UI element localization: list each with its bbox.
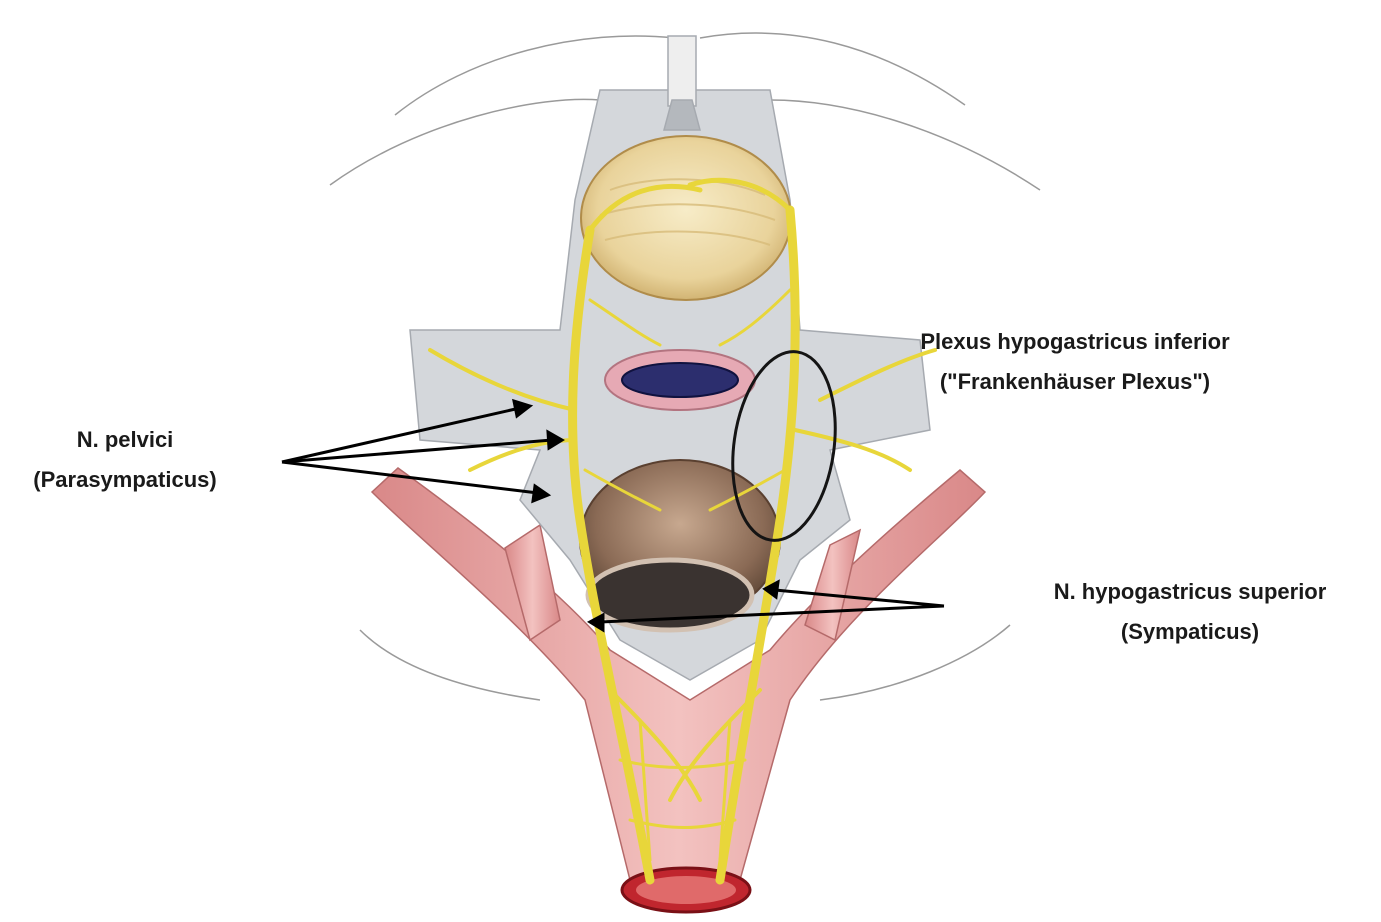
label-superior-nerve-subtitle: (Sympaticus) bbox=[1000, 612, 1380, 652]
label-inferior-plexus-title: Plexus hypogastricus inferior bbox=[860, 322, 1290, 362]
label-pelvic-nerves-subtitle: (Parasympaticus) bbox=[0, 460, 250, 500]
label-pelvic-nerves-title: N. pelvici bbox=[0, 420, 250, 460]
bladder bbox=[581, 136, 791, 300]
label-inferior-plexus-subtitle: ("Frankenhäuser Plexus") bbox=[860, 362, 1290, 402]
label-superior-nerve-title: N. hypogastricus superior bbox=[1000, 572, 1380, 612]
label-pelvic-nerves: N. pelvici (Parasympaticus) bbox=[0, 420, 250, 500]
label-superior-nerve: N. hypogastricus superior (Sympaticus) bbox=[1000, 572, 1380, 652]
label-inferior-plexus: Plexus hypogastricus inferior ("Frankenh… bbox=[860, 322, 1290, 402]
